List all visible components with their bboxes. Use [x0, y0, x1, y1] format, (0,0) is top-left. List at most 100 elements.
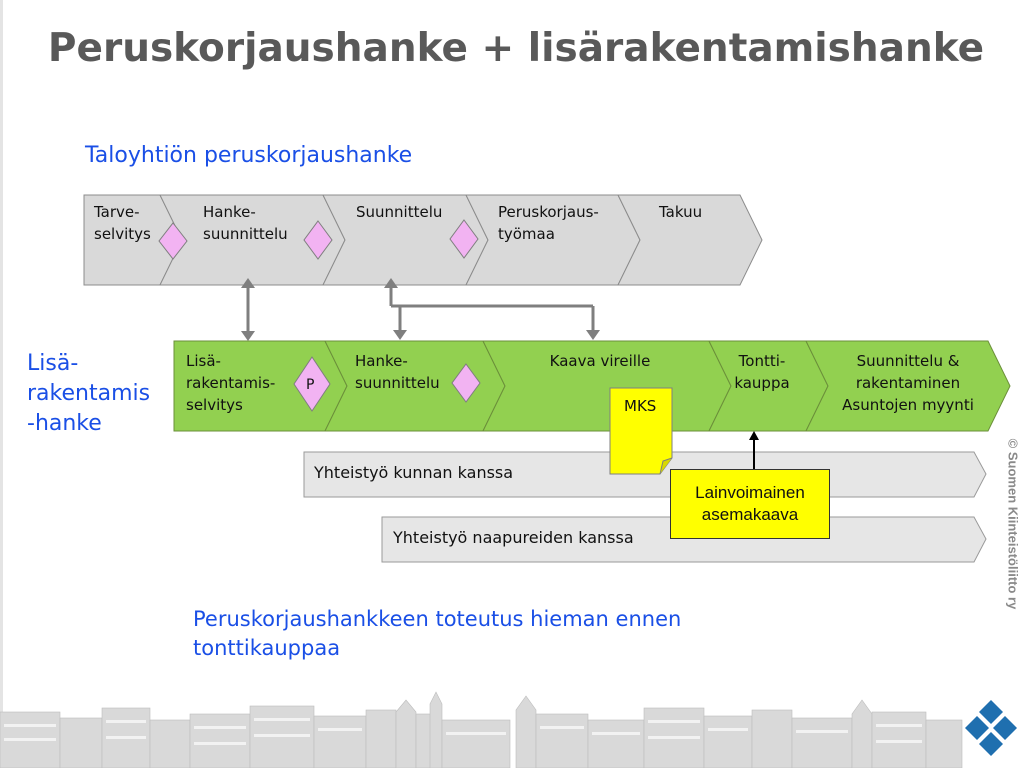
- skyline-buildings: [0, 691, 963, 768]
- phase-label-line: Tarve-: [94, 203, 140, 221]
- diamond-milestone-icon: [451, 363, 481, 403]
- phase-label-line: selvitys: [94, 225, 151, 243]
- diamond-milestone-icon: [158, 222, 188, 260]
- logo-diamond: [965, 716, 989, 740]
- up-arrow-head-icon: [749, 431, 759, 440]
- implementation-note-line: tonttikauppaa: [193, 636, 341, 660]
- tower: [851, 699, 873, 768]
- building: [441, 719, 511, 768]
- building: [149, 719, 191, 768]
- copyright-text: © Suomen Kiinteistöliitto ry: [1005, 438, 1021, 610]
- phase-label-line: Hanke-: [203, 203, 256, 221]
- renovation-project-label: Taloyhtiön peruskorjaushanke: [85, 143, 413, 168]
- diamond-milestone-icon: [303, 220, 333, 260]
- window-band: [446, 732, 506, 735]
- phase-label-tonttikauppa: Tontti- kauppa: [722, 350, 802, 394]
- phase-label-line: työmaa: [498, 225, 555, 243]
- arrow-head-icon: [241, 278, 255, 288]
- building: [59, 717, 103, 768]
- building: [587, 719, 645, 768]
- arrow-head-icon: [241, 331, 255, 341]
- note-fold: [659, 457, 673, 475]
- phase-label-hankesuunnittelu: Hanke- suunnittelu: [203, 201, 288, 245]
- phase-label-suunnittelu-rakentaminen: Suunnittelu & rakentaminen Asuntojen myy…: [826, 350, 990, 416]
- implementation-note-line: Peruskorjaushankkeen toteutus hieman enn…: [193, 607, 682, 631]
- zoning-plan-line: Lainvoimainen: [695, 483, 805, 502]
- window-band: [796, 730, 848, 733]
- zoning-plan-note: Lainvoimainen asemakaava: [670, 469, 830, 539]
- window-band: [708, 728, 748, 731]
- window-band: [4, 724, 56, 727]
- building: [703, 715, 753, 768]
- window-band: [876, 740, 922, 743]
- phase-label-line: Suunnittelu &: [856, 352, 960, 370]
- tower: [429, 691, 443, 768]
- phase-label-line: selvitys: [186, 396, 243, 414]
- logo-icon: [965, 700, 1017, 756]
- phase-label-line: Takuu: [659, 203, 703, 221]
- phase-label-line: rakentamis-: [186, 374, 276, 392]
- phase-label-line: suunnittelu: [203, 225, 288, 243]
- phase-label-line: Hanke-: [355, 352, 408, 370]
- phase-label-suunnittelu: Suunnittelu: [356, 201, 442, 223]
- diamond-milestone-icon: [449, 219, 479, 259]
- logo-diamond: [979, 732, 1003, 756]
- copyright-notice: © Suomen Kiinteistöliitto ry: [1002, 418, 1024, 630]
- phase-label-takuu: Takuu: [659, 201, 702, 223]
- window-band: [194, 742, 246, 745]
- window-band: [254, 734, 310, 737]
- window-band: [318, 728, 362, 731]
- phase-label-line: Peruskorjaus-: [498, 203, 599, 221]
- window-band: [876, 724, 922, 727]
- phase-label-tarveselvitys: Tarve- selvitys: [94, 201, 151, 245]
- infill-label-line: -hanke: [27, 411, 102, 436]
- arrow-heads: [241, 278, 600, 341]
- window-band: [194, 726, 246, 729]
- phase-label-line: Asuntojen myynti: [842, 396, 974, 414]
- phase-label-line: Kaava vireille: [549, 352, 651, 370]
- mks-note-label: MKS: [624, 397, 657, 415]
- phase-label-line: suunnittelu: [355, 374, 440, 392]
- infill-label-line: rakentamis: [27, 381, 151, 406]
- renovation-milestones: [158, 219, 479, 260]
- phase-label-hankesuunnittelu-infill: Hanke- suunnittelu: [355, 350, 440, 394]
- logo-diamond: [979, 700, 1003, 724]
- building: [791, 717, 853, 768]
- building: [313, 715, 367, 768]
- phase-takuu-shape: [617, 194, 763, 286]
- building: [189, 713, 251, 768]
- arrow-head-icon: [393, 330, 407, 340]
- building: [751, 709, 793, 768]
- tower: [515, 695, 537, 768]
- city-skyline-decoration: [0, 691, 963, 768]
- arrow-head-icon: [586, 330, 600, 340]
- zoning-plan-line: asemakaava: [701, 505, 799, 524]
- phase-label-line: Lisä-: [186, 352, 221, 370]
- slide-edge: [0, 0, 3, 768]
- window-band: [592, 732, 640, 735]
- phase-label-kaava-vireille: Kaava vireille: [520, 350, 680, 372]
- tower: [395, 699, 417, 768]
- arrow-head-icon: [384, 278, 398, 288]
- window-band: [648, 736, 700, 739]
- window-band: [106, 736, 146, 739]
- window-band: [540, 726, 584, 729]
- phase-label-peruskorjaustyomaa: Peruskorjaus- työmaa: [498, 201, 599, 245]
- renovation-phases-row: [83, 194, 763, 286]
- window-band: [4, 738, 56, 741]
- infill-label-line: Lisä-: [27, 351, 79, 376]
- phase-label-line: rakentaminen: [855, 374, 961, 392]
- building: [365, 709, 397, 768]
- phase-suunnittelu-rakentaminen-shape: [805, 340, 1011, 432]
- skyline-windows: [4, 718, 922, 745]
- bar-neighbours-shape: [381, 516, 987, 563]
- logo-diamonds: [965, 700, 1017, 756]
- building: [535, 713, 589, 768]
- implementation-note: Peruskorjaushankkeen toteutus hieman enn…: [193, 605, 681, 663]
- window-band: [648, 720, 700, 723]
- phase-label-line: Tontti-: [738, 352, 786, 370]
- infill-milestones: [293, 356, 481, 412]
- bar-label-municipality: Yhteistyö kunnan kanssa: [314, 463, 514, 482]
- connector-arrows: [246, 285, 595, 338]
